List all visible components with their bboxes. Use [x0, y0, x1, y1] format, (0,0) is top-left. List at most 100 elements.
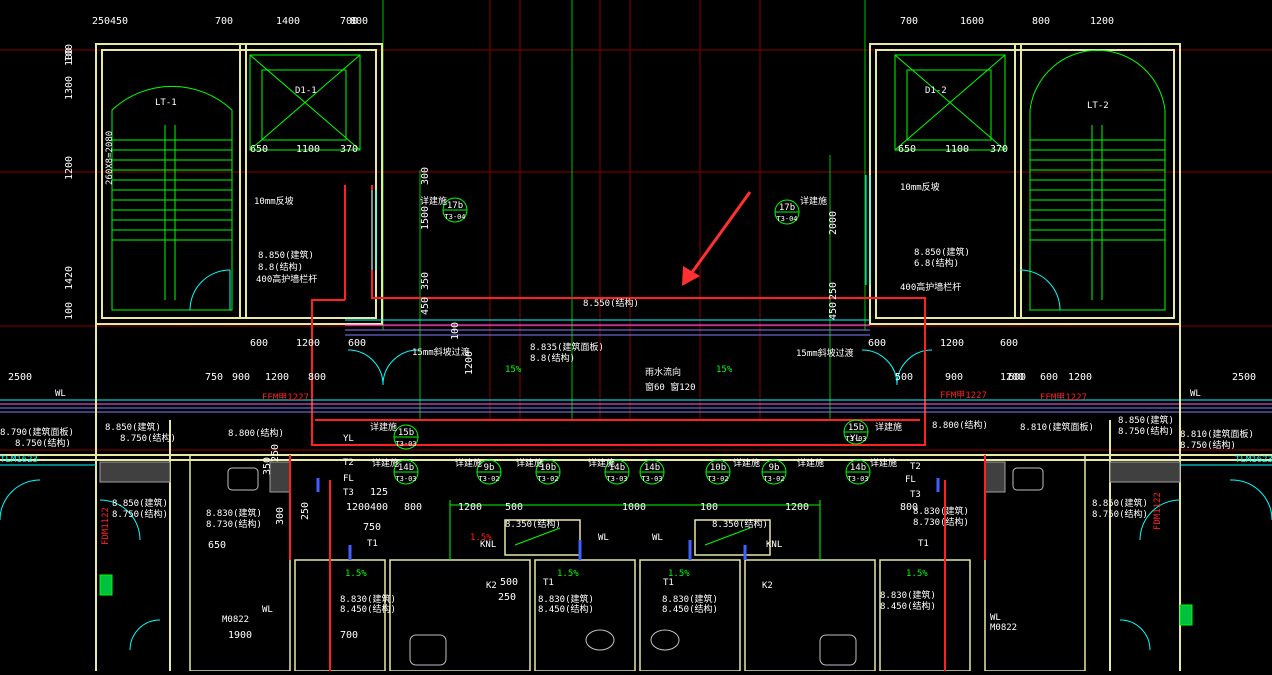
dimension-text: 1200 [346, 502, 370, 513]
annotation-t1: T1 [367, 539, 378, 549]
dimension-text: 100 [64, 44, 75, 62]
callout-number: 10b [540, 463, 556, 473]
annotation-m0822: M0822 [990, 623, 1017, 633]
annotation-e8750b: 8.750(结构) [1180, 439, 1236, 451]
dimension-text: 1420 [64, 266, 75, 290]
annotation-lt2: LT-2 [1087, 101, 1109, 111]
dimension-text: 300 [420, 167, 431, 185]
dimension-text: 1000 [622, 502, 646, 513]
annotation-pct: 1.5% [345, 569, 367, 579]
annotation-lt1: LT-1 [155, 98, 177, 108]
dimension-text: 250 [300, 502, 311, 520]
dimension-text: 650 [208, 540, 226, 551]
dimension-text: 250 [92, 16, 110, 27]
callout-sheet: T3-02 [537, 475, 558, 483]
annotation-e8835: 8.835(建筑面板) [530, 341, 604, 353]
annotation-e8450: 8.450(结构) [340, 603, 396, 615]
annotation-yl: YL [343, 434, 354, 444]
dimension-text: 1400 [276, 16, 300, 27]
dimension-text: 1200 [1000, 372, 1024, 383]
dimension-text: 800 [350, 16, 368, 27]
annotation-t1: T1 [543, 578, 554, 588]
annotation-wl: WL [262, 605, 273, 615]
callout-sheet: T3-03 [395, 475, 416, 483]
dimension-text: 300 [275, 507, 286, 525]
dimension-text: 700 [900, 16, 918, 27]
right-tower-walls [869, 43, 1181, 325]
annotation-e8450: 8.450(结构) [538, 603, 594, 615]
dimension-text: 1200 [464, 351, 475, 375]
dimension-text: 650 [250, 144, 268, 155]
annotation-e8800r: 8.800(结构) [932, 419, 988, 431]
annotation-e8850: 8.850(建筑) [1118, 414, 1174, 426]
detail-callouts [393, 197, 871, 485]
annotation-p15b: 15% [716, 365, 733, 375]
annotation-e8750b: 8.750(结构) [1118, 425, 1174, 437]
dimension-text: 250 [498, 592, 516, 603]
annotation-wl: WL [1190, 389, 1201, 399]
dimension-text: 1500 [420, 206, 431, 230]
annotation-wet: 详建施 [370, 421, 397, 433]
dimension-text: 1200 [265, 372, 289, 383]
annotation-k2: K2 [762, 581, 773, 591]
annotation-e8350: 8.350(结构) [712, 518, 768, 530]
annotation-slope_r: 15mm斜坡过渡 [796, 347, 854, 359]
dimension-text: 350 [420, 272, 431, 290]
annotation-pct: 1.5% [906, 569, 928, 579]
dimension-text: 650 [898, 144, 916, 155]
annotation-t1: T1 [918, 539, 929, 549]
annotation-e8810: 8.810(建筑面板) [1020, 421, 1094, 433]
annotation-yl: YL [850, 434, 861, 444]
dimension-text: 700 [215, 16, 233, 27]
annotation-t2: T2 [343, 458, 354, 468]
dimension-text: 750 [363, 522, 381, 533]
dimension-text: 450 [828, 302, 839, 320]
annotation-e8750: 8.750(结构) [112, 508, 168, 520]
callout-sheet: T3-03 [395, 440, 416, 448]
left-tower-walls [95, 43, 383, 325]
annotation-e8850: 8.850(建筑) [1092, 497, 1148, 509]
annotation-e8830: 8.830(建筑) [340, 593, 396, 605]
annotation-wl: WL [652, 533, 663, 543]
dimension-text: 800 [404, 502, 422, 513]
annotation-m0822: M0822 [222, 615, 249, 625]
dimension-text: 1200 [458, 502, 482, 513]
annotation-fdm: FDM1122 [1153, 492, 1163, 530]
dimension-text: 800 [1032, 16, 1050, 27]
dimension-text: 370 [990, 144, 1008, 155]
dimension-text: 600 [1040, 372, 1058, 383]
annotation-wet: 详建施 [870, 457, 897, 469]
dimension-text: 1900 [228, 630, 252, 641]
annotation-fang_r: 10mm反坡 [900, 181, 940, 193]
annotation-e88: 8.8(结构) [530, 352, 575, 364]
annotation-e8730: 8.730(结构) [206, 518, 262, 530]
callout-sheet: T3-02 [478, 475, 499, 483]
dimension-text: 1600 [960, 16, 984, 27]
annotation-fang_l: 10mm反坡 [254, 195, 294, 207]
annotation-hu_l: 400高护墙栏杆 [256, 273, 317, 285]
dimension-text: 370 [340, 144, 358, 155]
dimension-text: 600 [348, 338, 366, 349]
annotation-hu_r: 400高护墙栏杆 [900, 281, 961, 293]
annotation-e8450: 8.450(结构) [880, 600, 936, 612]
annotation-tlm: TLM1623 [1235, 455, 1272, 465]
dimension-text: 600 [1008, 372, 1026, 383]
annotation-wet: 详建施 [875, 421, 902, 433]
annotation-e8750b: 8.750(结构) [1092, 508, 1148, 520]
dimension-text: 100 [700, 502, 718, 513]
dimension-text: 600 [868, 338, 886, 349]
dimension-text: 1100 [945, 144, 969, 155]
annotation-d11: D1-1 [295, 86, 317, 96]
annotation-knl: KNL [766, 540, 782, 550]
annotation-elev_8_r: 6.8(结构) [914, 257, 959, 269]
annotation-t3: T3 [910, 490, 921, 500]
dimension-text: 1200 [1068, 372, 1092, 383]
callout-number: 14b [850, 463, 866, 473]
callout-number: 14b [644, 463, 660, 473]
annotation-knl: KNL [480, 540, 496, 550]
annotation-kv: 窗60 窗120 [645, 381, 696, 393]
callout-number: 17b [447, 201, 463, 211]
